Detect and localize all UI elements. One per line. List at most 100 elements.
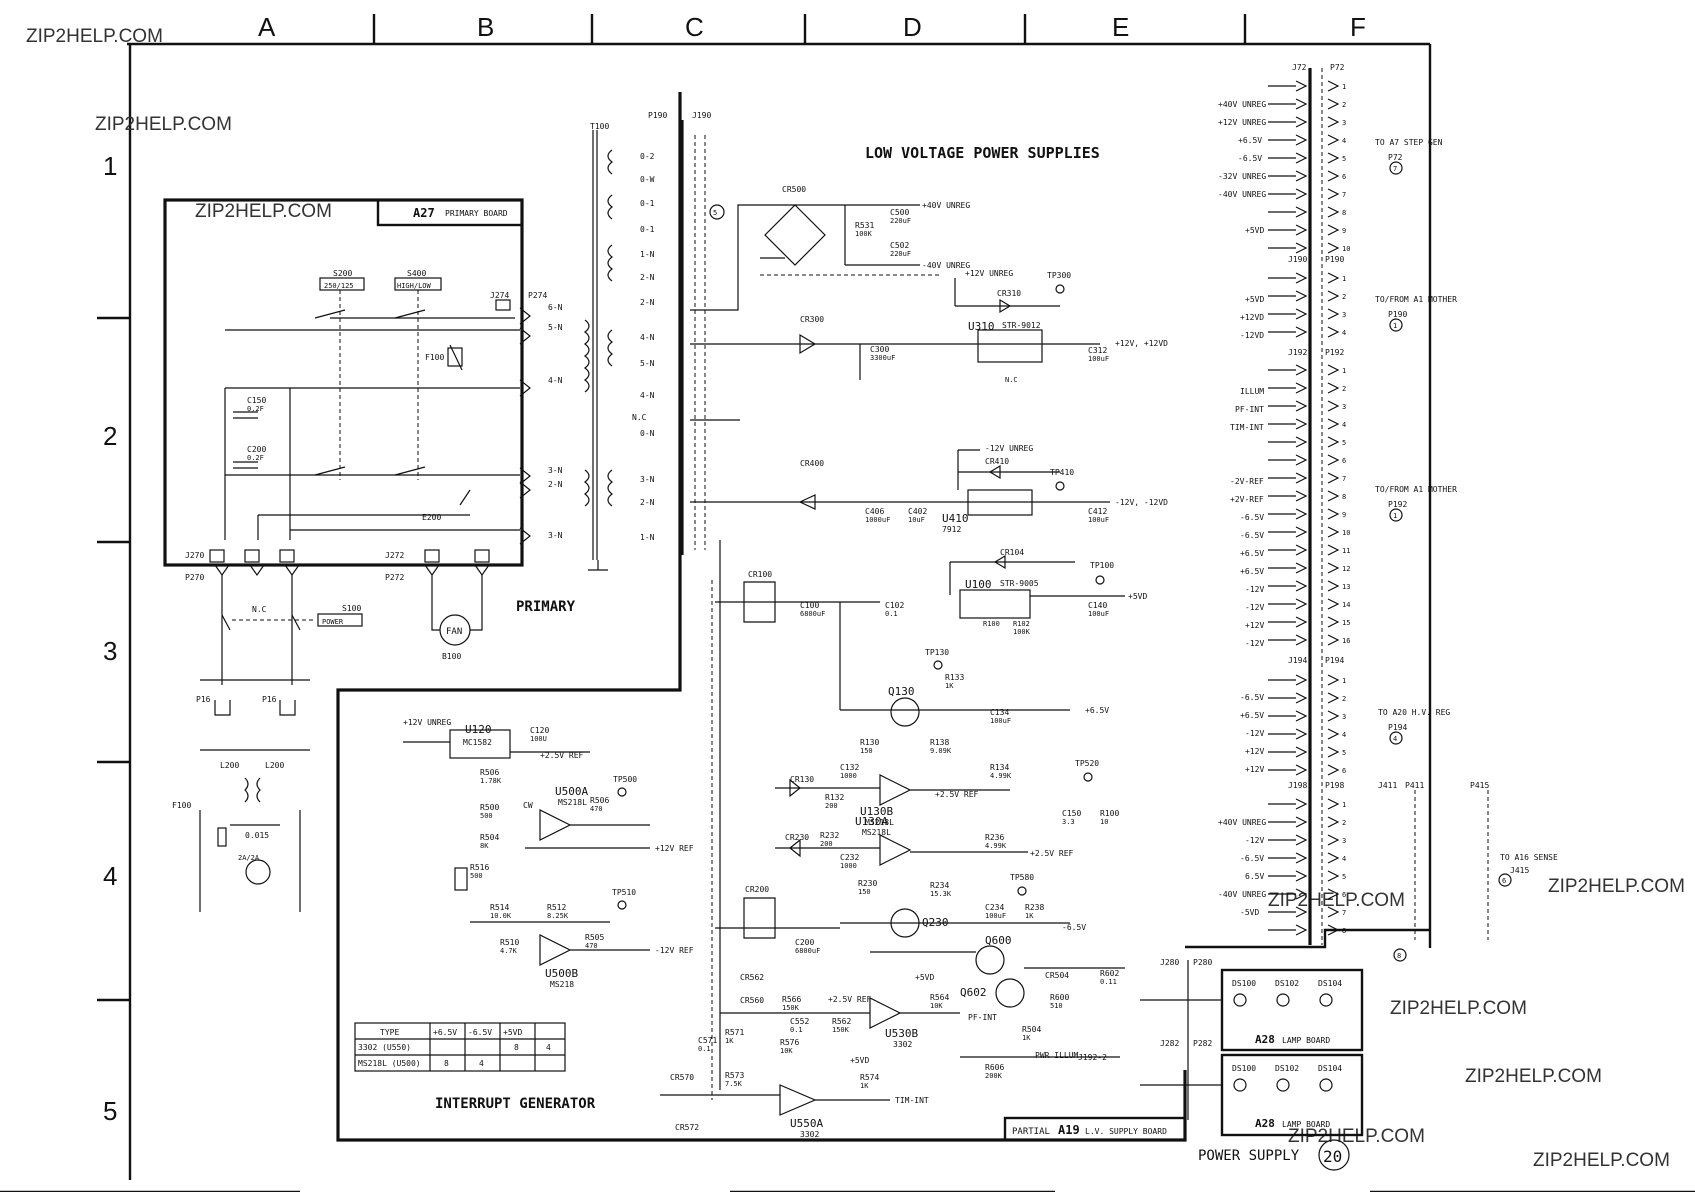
j192-signal: +6.5V [1240, 549, 1264, 558]
j72-signal: +6.5V [1238, 136, 1262, 145]
c402-value: 10uF [908, 516, 925, 524]
u130a-label: U130A [855, 815, 888, 828]
j198-label: J198 [1288, 781, 1307, 790]
j192-pin-arrow [1295, 490, 1308, 502]
j194-pin-out [1327, 764, 1340, 776]
type-table-cell: MS218L (U500) [358, 1059, 421, 1068]
type-table: TYPE +6.5V -6.5V +5VD 4 3302 (U550) 8 MS… [354, 1022, 566, 1072]
j194-pin-number: 4 [1342, 731, 1346, 739]
p194-label: P194 [1325, 656, 1344, 665]
j72-label: J72 [1292, 63, 1307, 72]
tp300-label: TP300 [1047, 271, 1071, 280]
u550a-label: U550A [790, 1117, 823, 1130]
r576-label: R576 [780, 1038, 799, 1047]
j192-pin-arrow [1295, 364, 1308, 376]
u120-label: U120 [465, 723, 492, 736]
r236-label: R236 [985, 833, 1004, 842]
p190-out-label: P190 [1325, 255, 1344, 264]
j192-pin-number: 14 [1342, 601, 1350, 609]
a19-prefix: PARTIAL [1012, 1127, 1050, 1137]
cr500-label: CR500 [782, 185, 806, 194]
column-label: A [258, 12, 276, 42]
r133-label: R133 [945, 673, 964, 682]
c150b-value: 3.3 [1062, 818, 1075, 826]
watermark-text: ZIP2HELP.COM [95, 114, 232, 135]
j194-pin-out [1327, 746, 1340, 758]
c102-value: 0.1 [885, 610, 898, 618]
u310-label: U310 [968, 320, 995, 333]
t100-label: T100 [590, 122, 609, 131]
b100-label: B100 [442, 652, 461, 661]
u130b-body [879, 774, 912, 806]
j192-signal: ILLUM [1240, 387, 1264, 396]
j192-pin-number: 12 [1342, 565, 1350, 573]
c502-label: C502 [890, 241, 909, 250]
u410-label: U410 [942, 512, 969, 525]
j192-pin-number: 3 [1342, 403, 1346, 411]
j72-pin-number: 10 [1342, 245, 1350, 253]
j72-pin-number: 6 [1342, 173, 1346, 181]
j72-pin-number: 3 [1342, 119, 1346, 127]
c134-label: C134 [990, 708, 1009, 717]
q600-body [975, 945, 1005, 975]
j190-pin-arrow [1295, 326, 1308, 338]
u500b-part: MS218 [550, 980, 574, 989]
a28-top-outline [1220, 968, 1364, 1052]
c150-label: C150 [247, 396, 266, 405]
r602-label: R602 [1100, 969, 1119, 978]
j198-signal: -40V UNREG [1218, 890, 1266, 899]
q602-body [995, 978, 1025, 1008]
j72-pin-number: 5 [1342, 155, 1346, 163]
j198-pin-arrow [1295, 888, 1308, 900]
primary-tap: 4-N [548, 376, 563, 385]
r132-value: 200 [825, 802, 838, 810]
j194-num: 4 [1393, 735, 1397, 743]
j198-pin-number: 5 [1342, 873, 1346, 881]
r100-label: R100 [983, 620, 1000, 628]
j194-pin-out [1327, 692, 1340, 704]
s200-value: 250/125 [324, 282, 354, 290]
j192-num: 1 [1393, 512, 1397, 520]
cw-label: CW [523, 801, 533, 810]
j194-signal: -12V [1245, 729, 1264, 738]
r138-value: 9.09K [930, 747, 952, 755]
transformer-tap: 0-1 [640, 199, 655, 208]
a28-bottom-designator: A28 [1255, 1117, 1275, 1130]
q130-label: Q130 [888, 685, 915, 698]
column-labels: A B C D E F [258, 12, 1366, 42]
s400-value: HIGH/LOW [397, 282, 432, 290]
j192-signal: -12V [1245, 603, 1264, 612]
column-label: D [903, 12, 922, 42]
nc2-label: N.C [1005, 376, 1018, 384]
interrupt-generator: +12V UNREG U120 MC1582 C120 100U +2.5V R… [354, 718, 1125, 1139]
ref25-label: +2.5V REF [935, 790, 979, 799]
tp410-label: TP410 [1050, 468, 1074, 477]
r606-value: 200K [985, 1072, 1003, 1080]
j72-signal: -32V UNREG [1218, 172, 1266, 181]
plus5-regulator: CR104 TP100 U100 STR-9005 C140 100uF +5V… [715, 548, 1147, 710]
j72-pin-number: 7 [1342, 191, 1346, 199]
out12-label: +12V, +12VD [1115, 339, 1168, 348]
j198-signal: +40V UNREG [1218, 818, 1266, 827]
a19-board-outline [336, 92, 1187, 1142]
a27-label-box [376, 198, 524, 227]
u530b-body [869, 997, 902, 1029]
board-outlines [163, 44, 1432, 1142]
j190-pin-arrow [1295, 272, 1308, 284]
j192-pin-arrow [1295, 436, 1308, 448]
cr100-label: CR100 [748, 570, 772, 579]
row-label: 1 [103, 151, 117, 181]
j72-pin-out [1327, 134, 1340, 146]
primary-tap: 3-N [548, 531, 563, 540]
tp130-label: TP130 [925, 648, 949, 657]
j192-pin-arrow [1295, 634, 1308, 646]
j282-label: J282 [1160, 1039, 1179, 1048]
u120-part: MC1582 [463, 738, 492, 747]
out-minus12-label: -12V, -12VD [1115, 498, 1168, 507]
column-label: B [477, 12, 494, 42]
row-label: 5 [103, 1096, 117, 1126]
ref-minus12-label: -12V REF [655, 946, 694, 955]
c502-value: 220uF [890, 250, 911, 258]
u410-part: 7912 [942, 525, 961, 534]
section-titles: LOW VOLTAGE POWER SUPPLIES PRIMARY INTER… [435, 144, 1100, 1112]
